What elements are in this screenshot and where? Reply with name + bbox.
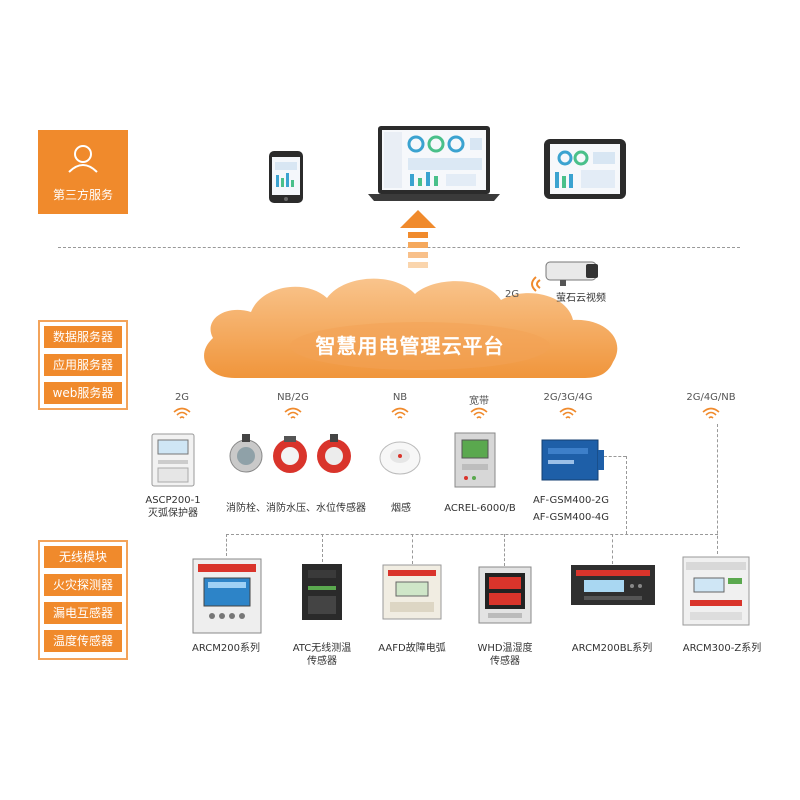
- bottom-label-1: ARCM200系列: [192, 643, 260, 654]
- server-item-web: web服务器: [44, 382, 122, 404]
- server-item-data: 数据服务器: [44, 326, 122, 348]
- upload-arrow-icon: [400, 210, 436, 268]
- bus-drop-4: [504, 534, 505, 566]
- hydrant-sensor-device: [229, 434, 351, 473]
- camera-wifi-icon: [531, 276, 541, 292]
- wifi-icon: [391, 407, 409, 419]
- phone-icon: [269, 151, 303, 203]
- laptop-icon: [368, 126, 500, 201]
- device-label-5: AF-GSM400-2G AF-GSM400-4G: [532, 495, 610, 523]
- cloud-shape: [204, 278, 618, 378]
- device-signal-4: 宽带: [469, 396, 489, 407]
- device-label-2: 消防栓、消防水压、水位传感器: [226, 503, 366, 514]
- bus-drop-2: [322, 534, 323, 562]
- device-signal-6: 2G/4G/NB: [686, 392, 736, 403]
- module-item-leakage: 漏电互感器: [44, 602, 122, 624]
- camera-label: 萤石云视频: [556, 293, 606, 304]
- device-label-3: 烟感: [391, 503, 411, 514]
- smoke-detector-device: [379, 441, 421, 475]
- device-label-1: ASCP200-1 灭弧保护器: [145, 495, 201, 519]
- gsm-module-device: [541, 439, 604, 481]
- bottom-label-5: ARCM200BL系列: [571, 643, 653, 654]
- gsm-connector-vertical: [626, 456, 627, 534]
- bus-drop-5: [612, 534, 613, 564]
- third-party-box: 第三方服务: [38, 130, 128, 214]
- camera-icon: [545, 261, 598, 286]
- device-label-4: ACREL-6000/B: [444, 503, 516, 514]
- user-icon: [38, 130, 128, 180]
- atc-sensor-device: [302, 564, 342, 620]
- wifi-icon: [559, 407, 577, 419]
- bus-drop-3: [412, 534, 413, 564]
- device-signal-5: 2G/3G/4G: [543, 392, 593, 403]
- bus-drop-1: [226, 534, 227, 556]
- module-item-fire: 火灾探测器: [44, 574, 122, 596]
- gsm-connector-line: [604, 456, 626, 457]
- aafd-device: [382, 564, 442, 620]
- cloud-title: 智慧用电管理云平台: [315, 334, 505, 358]
- device-signal-1: 2G: [174, 392, 190, 403]
- wifi-icon: [173, 407, 191, 419]
- camera-signal: 2G: [505, 289, 520, 300]
- bottom-label-2: ATC无线测温 传感器: [292, 643, 352, 667]
- device-signal-2: NB/2G: [277, 392, 309, 403]
- module-item-wireless: 无线模块: [44, 546, 122, 568]
- arcm300z-device: [682, 556, 750, 626]
- device-signal-3: NB: [392, 392, 408, 403]
- bus-line: [226, 534, 718, 535]
- module-box: 无线模块 火灾探测器 漏电互感器 温度传感器: [38, 540, 128, 660]
- module-item-temp: 温度传感器: [44, 630, 122, 652]
- right-signal-line: [717, 424, 718, 554]
- bottom-label-3: AAFD故障电弧: [378, 643, 446, 654]
- third-party-label: 第三方服务: [38, 180, 128, 214]
- gateway-cabinet-device: [454, 432, 496, 488]
- server-item-app: 应用服务器: [44, 354, 122, 376]
- arcm200bl-device: [571, 565, 655, 605]
- server-box: 数据服务器 应用服务器 web服务器: [38, 320, 128, 410]
- bottom-label-4: WHD温湿度 传感器: [477, 643, 533, 667]
- top-separator: [58, 247, 740, 248]
- arc-protector-device: [151, 433, 195, 487]
- tablet-icon: [544, 139, 626, 199]
- wifi-icon: [702, 407, 720, 419]
- wifi-icon: [284, 407, 302, 419]
- whd-device: [478, 566, 532, 624]
- bottom-label-6: ARCM300-Z系列: [682, 643, 762, 654]
- wifi-icon: [470, 407, 488, 419]
- arcm200-device: [192, 558, 262, 634]
